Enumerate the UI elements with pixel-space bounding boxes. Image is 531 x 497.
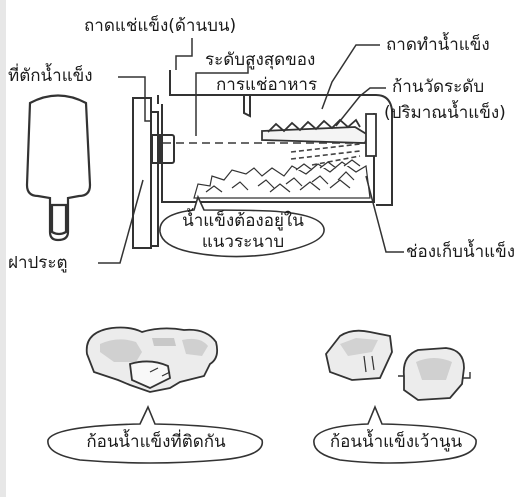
label-ice-scoop: ที่ตักน้ำแข็ง [8,66,93,86]
ice-maker-tray-illustration [261,113,377,157]
label-level-note-2: แนวระนาบ [201,232,285,252]
hollow-ice-illustration [325,329,471,401]
freezer-compartment [132,70,393,249]
label-level-arm-1: ก้านวัดระดับ [392,77,485,97]
ice-scoop-illustration [25,94,92,242]
leader-lines [98,38,404,264]
label-max-food-level-2: การแช่อาหาร [216,75,318,95]
hollow-ice-bubble [313,404,477,464]
label-level-note-1: น้ำแข็งต้องอยู่ใน [182,211,304,231]
label-ice-maker-tray: ถาดทำน้ำแข็ง [386,35,490,55]
level-note-bubble [159,194,325,258]
level-arm-illustration [290,143,361,166]
page-edge [0,0,6,497]
label-hollow-ice: ก้อนน้ำแข็งเว้านูน [329,432,463,452]
stuck-ice-bubble [47,405,264,464]
label-max-food-level-1: ระดับสูงสุดของ [205,50,316,70]
label-door-cover: ฝาประตู [8,253,68,273]
label-top-tray: ถาดแช่แข็ง(ด้านบน) [84,16,237,36]
ice-cubes-in-bin [193,159,371,199]
label-level-arm-2: (ปริมาณน้ำแข็ง) [384,103,506,123]
stuck-ice-illustration [85,326,219,393]
label-ice-bin: ช่องเก็บน้ำแข็ง [406,242,515,262]
label-stuck-ice: ก้อนน้ำแข็งที่ติดกัน [86,432,226,452]
